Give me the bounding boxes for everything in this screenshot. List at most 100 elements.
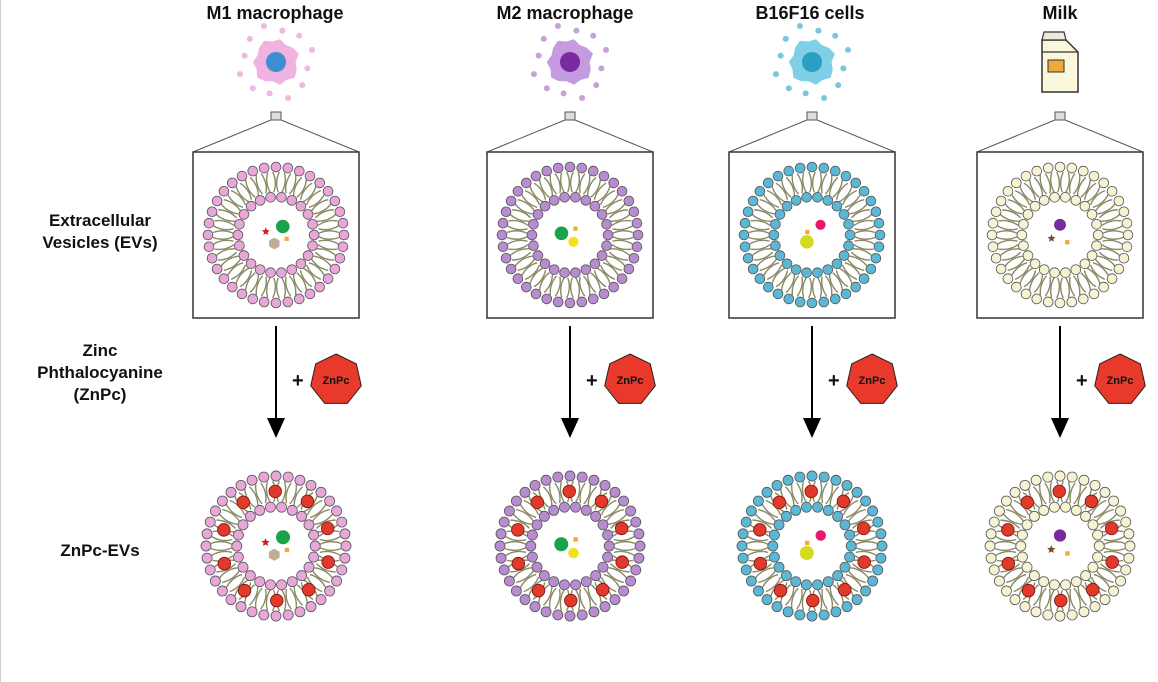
- lipid-tail: [766, 264, 783, 280]
- lipid-tail: [1033, 274, 1044, 294]
- lipid-head: [1078, 474, 1090, 486]
- lipid-head: [570, 501, 582, 513]
- lipid-head: [1106, 273, 1118, 285]
- lipid-head: [780, 570, 792, 582]
- znpc-molecule: [615, 555, 629, 569]
- lipid-tail: [519, 503, 537, 519]
- lipid-tail: [319, 550, 341, 556]
- lipid-tail: [302, 185, 317, 203]
- released-vesicle: [540, 35, 547, 42]
- lipid-tail: [260, 482, 267, 504]
- lipid-head: [302, 250, 314, 261]
- lipid-head: [270, 297, 282, 309]
- lipid-head: [324, 495, 336, 507]
- lipid-tail: [1100, 563, 1120, 573]
- lipid-head: [305, 601, 317, 613]
- lipid-head: [602, 529, 614, 541]
- lipid-head: [1016, 551, 1028, 563]
- lipid-head: [558, 579, 570, 591]
- lipid-tail: [529, 267, 544, 285]
- lipid-head: [1086, 250, 1098, 261]
- lipid-tail: [313, 255, 332, 267]
- lipid-tail: [746, 547, 769, 552]
- lipid-head: [633, 528, 645, 540]
- lipid-head: [234, 218, 245, 230]
- released-vesicle: [279, 27, 286, 34]
- lipid-head: [1066, 471, 1078, 483]
- lipid-head: [747, 195, 759, 207]
- lipid-tail: [225, 503, 243, 519]
- lipid-head: [782, 474, 794, 486]
- lipid-head: [1016, 529, 1028, 541]
- lipid-head: [548, 576, 560, 588]
- lipid-head: [336, 564, 348, 576]
- lipid-tail: [566, 277, 571, 299]
- lipid-tail: [790, 587, 799, 608]
- lipid-head: [309, 540, 321, 552]
- lipid-head: [822, 264, 834, 275]
- lipid-head: [838, 209, 850, 220]
- lipid-tail: [1098, 209, 1118, 219]
- lipid-tail: [832, 272, 844, 291]
- lipid-head: [245, 258, 257, 270]
- lipid-tail: [1000, 519, 1020, 529]
- cargo-square: [573, 226, 578, 231]
- lipid-head: [598, 170, 610, 182]
- znpc-label: ZnPc: [859, 375, 886, 387]
- lipid-head: [1077, 293, 1089, 305]
- lipid-head: [286, 264, 298, 275]
- lipid-head: [599, 479, 611, 491]
- lipid-head: [336, 516, 348, 528]
- lipid-head: [601, 218, 612, 230]
- lipid-tail: [763, 194, 780, 209]
- lipid-tail: [222, 570, 240, 584]
- lipid-head: [254, 504, 266, 516]
- released-vesicle: [304, 65, 311, 72]
- lipid-head: [739, 241, 751, 253]
- lipid-tail: [1011, 261, 1028, 276]
- lipid-head: [608, 281, 620, 293]
- lipid-tail: [1038, 484, 1047, 505]
- lipid-head: [602, 551, 614, 563]
- lipid-head: [1070, 264, 1082, 275]
- lipid-head: [844, 551, 856, 563]
- lipid-head: [315, 486, 327, 498]
- lipid-tail: [524, 190, 541, 206]
- lipid-tail: [1002, 513, 1022, 525]
- released-vesicle: [840, 65, 847, 72]
- lipid-head: [315, 594, 327, 606]
- znpc-label: ZnPc: [617, 375, 644, 387]
- lipid-tail: [602, 261, 619, 276]
- lipid-tail: [850, 209, 870, 219]
- lipid-tail: [523, 576, 540, 593]
- lipid-tail: [560, 277, 565, 298]
- lipid-tail: [821, 588, 828, 610]
- lipid-head: [529, 479, 541, 491]
- cargo-lipid: [800, 235, 814, 249]
- lipid-tail: [275, 171, 280, 193]
- znpc-molecule-icon: [604, 353, 656, 404]
- lipid-head: [201, 552, 213, 564]
- lipid-head: [840, 288, 852, 300]
- lipid-head: [237, 519, 249, 531]
- lipid-tail: [260, 173, 267, 194]
- lipid-head: [768, 551, 780, 563]
- released-vesicle: [543, 85, 550, 92]
- vesicle: [984, 470, 1136, 622]
- released-vesicle: [260, 22, 267, 29]
- lipid-tail: [751, 248, 772, 256]
- lipid-head: [232, 529, 244, 541]
- lipid-head: [1028, 510, 1040, 522]
- lipid-head: [246, 606, 258, 618]
- lipid-head: [1042, 609, 1054, 621]
- cargo-square: [573, 537, 578, 542]
- lipid-tail: [309, 503, 327, 519]
- lipid-head: [202, 229, 214, 241]
- plus-sign: +: [828, 370, 840, 392]
- lipid-tail: [1073, 484, 1082, 505]
- lipid-tail: [509, 248, 530, 256]
- lipid-tail: [299, 270, 313, 288]
- lipid-head: [841, 479, 853, 491]
- lipid-head: [990, 252, 1002, 264]
